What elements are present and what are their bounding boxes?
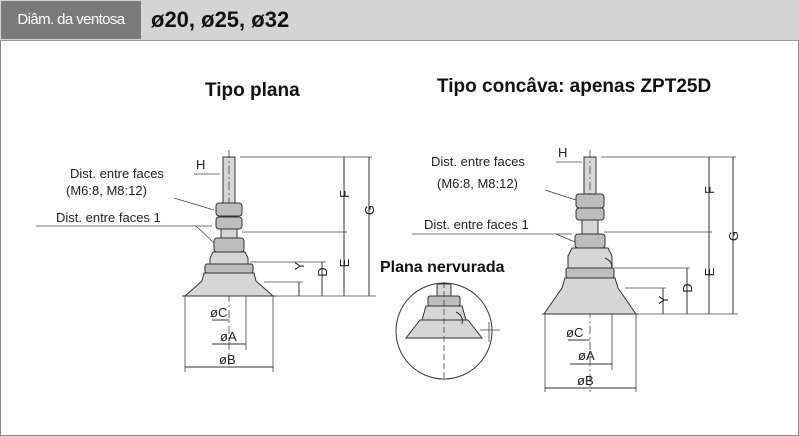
header-bar: Diâm. da ventosa ø20, ø25, ø32 — [0, 0, 799, 41]
right-label-hex-flats: Dist. entre faces — [431, 154, 525, 169]
right-label-h: H — [558, 145, 567, 160]
left-pad — [183, 272, 275, 297]
header-label: Diâm. da ventosa — [1, 1, 141, 39]
right-label-c: øC — [566, 325, 583, 340]
right-label-y: Y — [656, 295, 671, 304]
left-leader-hex-1b — [195, 225, 215, 244]
header-value: ø20, ø25, ø32 — [151, 7, 290, 32]
left-label-h: H — [196, 157, 205, 172]
left-label-b: øB — [219, 352, 236, 367]
left-label-a: øA — [220, 329, 237, 344]
right-flange — [565, 267, 615, 279]
left-label-hex-flats: Dist. entre faces — [70, 166, 164, 181]
right-leader-hex-1b — [555, 233, 576, 243]
right-label-g: G — [726, 231, 741, 241]
right-label-b: øB — [577, 373, 594, 388]
left-label-e: E — [337, 258, 352, 267]
left-drawing: F G E D Y Dist. entre faces H (M6:8, M8:… — [36, 150, 377, 372]
left-label-hex-flats-1: Dist. entre faces 1 — [56, 210, 161, 225]
left-label-y: Y — [292, 261, 307, 270]
right-pad — [543, 277, 637, 315]
right-label-a: øA — [578, 348, 595, 363]
left-label-d: D — [315, 267, 330, 276]
inset-rib — [455, 311, 463, 325]
left-label-f: F — [337, 190, 352, 198]
left-hex-nut-1 — [215, 202, 243, 217]
right-hex-nut-2 — [575, 207, 605, 221]
left-hex-1 — [213, 237, 245, 253]
right-label-e: E — [702, 267, 717, 276]
right-hex-1 — [574, 233, 606, 249]
inset-drawing — [395, 282, 500, 380]
left-label-hex-sizes: (M6:8, M8:12) — [66, 183, 147, 198]
left-label-c: øC — [210, 305, 227, 320]
left-diagram-title: Tipo plana — [205, 80, 300, 101]
right-label-hex-sizes: (M6:8, M8:12) — [437, 176, 518, 191]
left-flange — [204, 263, 254, 274]
right-leader-hex — [544, 189, 577, 201]
right-hex-nut-1 — [575, 193, 605, 209]
right-drawing: F G E D Y Dist. entre faces H (M6:8, M8:… — [412, 145, 741, 392]
left-leader-hex — [173, 197, 215, 211]
left-hex-nut-2 — [215, 216, 243, 230]
inset-title: Plana nervurada — [380, 259, 505, 276]
right-label-hex-flats-1: Dist. entre faces 1 — [424, 217, 529, 232]
left-label-g: G — [362, 205, 377, 215]
right-label-d: D — [680, 283, 695, 292]
right-diagram-title: Tipo concâva: apenas ZPT25D — [437, 76, 712, 97]
right-label-f: F — [702, 186, 717, 194]
